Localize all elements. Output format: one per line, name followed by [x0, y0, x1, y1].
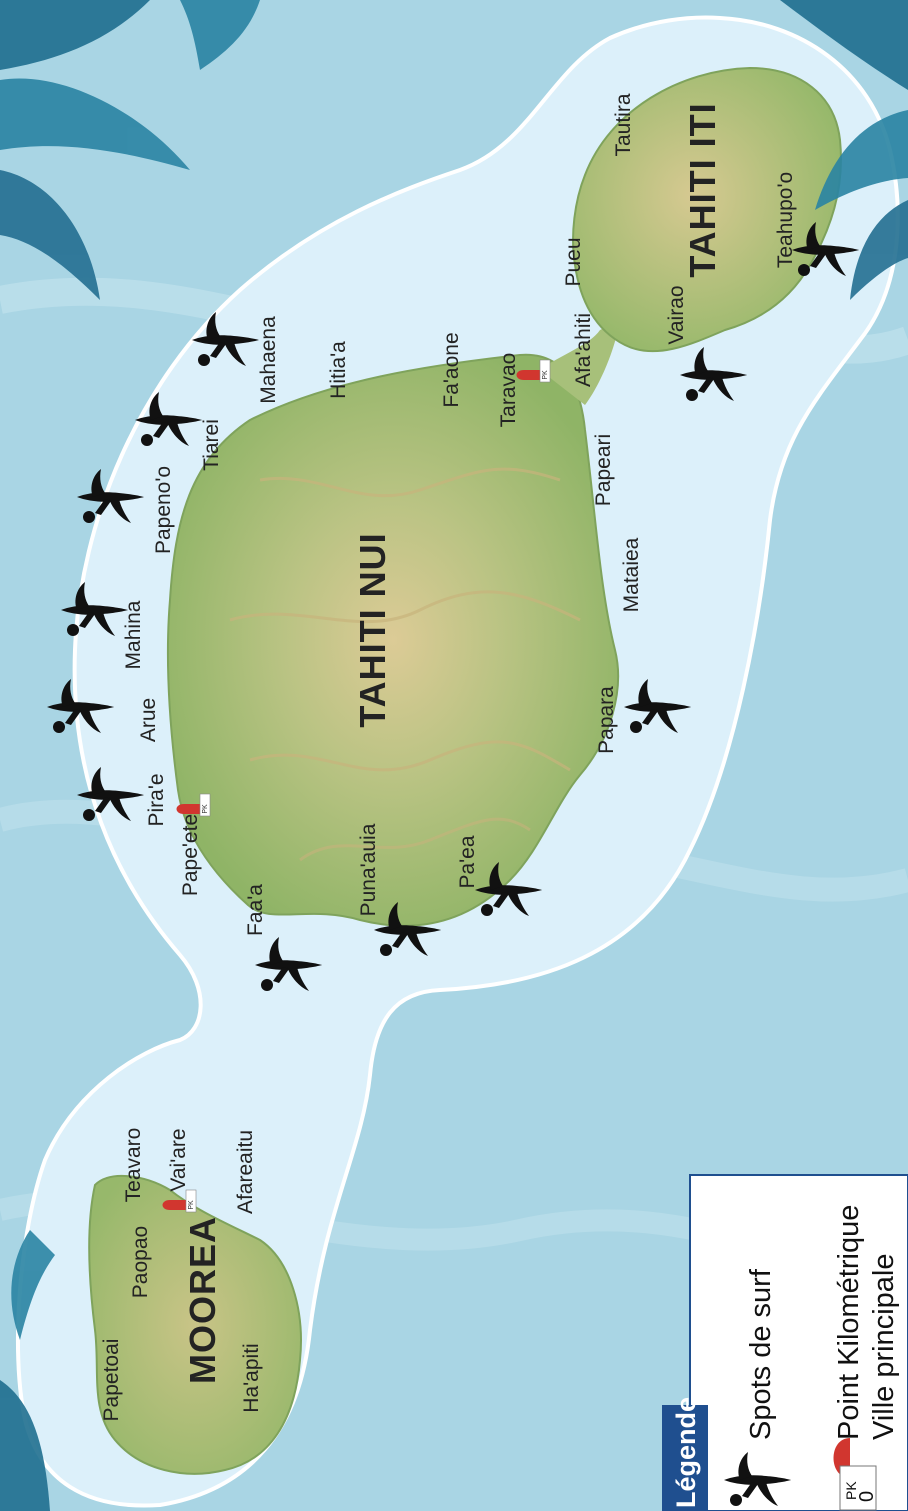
- town-label: Paopao: [129, 1226, 152, 1298]
- legend-title: Légende: [671, 1397, 701, 1508]
- pk-marker-icon: PK: [162, 1189, 197, 1213]
- svg-text:PK: PK: [188, 1200, 195, 1210]
- legend-pk-label: Point Kilométrique: [833, 1205, 865, 1440]
- town-label: Papara: [595, 686, 618, 754]
- island-label-moorea: MOOREA: [182, 1216, 223, 1384]
- town-label: Papetoai: [100, 1339, 123, 1422]
- svg-text:0: 0: [856, 1491, 878, 1502]
- ridge: [259, 467, 561, 498]
- legend: Légende Spots de surf PK 0 Point Kilomét…: [662, 1174, 908, 1511]
- pk-marker-icon: PK: [176, 793, 211, 817]
- town-label: Taravao: [497, 353, 520, 428]
- town-label: Fa'aone: [440, 332, 463, 407]
- island-label-tahiti-iti: TAHITI ITI: [682, 102, 723, 277]
- palm-leaves-bottom-left: [0, 1230, 55, 1511]
- town-label: Mahina: [122, 600, 145, 669]
- legend-header: [662, 1405, 708, 1511]
- town-label: Teavaro: [122, 1128, 145, 1203]
- legend-pk-icon: PK 0: [833, 1438, 878, 1511]
- pk-marker-icon: PK: [516, 359, 551, 383]
- town-label: Mataiea: [620, 537, 643, 612]
- town-label: Afa'ahiti: [572, 313, 595, 387]
- legend-surf-label: Spots de surf: [745, 1268, 777, 1440]
- legend-city-label: Ville principale: [868, 1254, 900, 1440]
- svg-text:PK: PK: [542, 370, 549, 380]
- town-label: Papeno'o: [152, 466, 175, 554]
- town-label: Hitia'a: [327, 341, 350, 399]
- legend-box: [689, 1174, 908, 1511]
- town-label: Pueu: [562, 237, 585, 286]
- town-label: Teahupo'o: [774, 172, 797, 268]
- svg-text:PK: PK: [202, 804, 209, 814]
- ridge: [299, 817, 531, 862]
- town-label: Pape'ete: [179, 814, 202, 896]
- taravao-isthmus: [540, 320, 620, 405]
- tahiti-iti-island: [572, 66, 842, 353]
- town-label: Vairao: [665, 285, 688, 344]
- town-label: Tautira: [612, 93, 635, 156]
- town-label: Puna'auia: [357, 823, 380, 916]
- palm-leaves-top-right: [780, 0, 908, 300]
- town-label: Mahaena: [257, 316, 280, 404]
- town-label: Pa'ea: [456, 835, 479, 888]
- ridge: [229, 590, 581, 624]
- town-label: Faa'a: [244, 884, 267, 936]
- svg-text:PK: PK: [843, 1481, 859, 1500]
- town-label: Tiarei: [200, 419, 223, 471]
- town-label: Vai'are: [167, 1128, 190, 1191]
- palm-leaves-top-left: [0, 0, 260, 300]
- town-label: Arue: [137, 698, 160, 742]
- town-label: Papeari: [592, 434, 615, 506]
- ridge: [249, 740, 571, 772]
- town-label: Pira'e: [145, 773, 168, 826]
- town-label: Ha'apiti: [240, 1343, 263, 1412]
- island-label-tahiti-nui: TAHITI NUI: [352, 532, 393, 727]
- town-label: Afareaitu: [234, 1130, 257, 1214]
